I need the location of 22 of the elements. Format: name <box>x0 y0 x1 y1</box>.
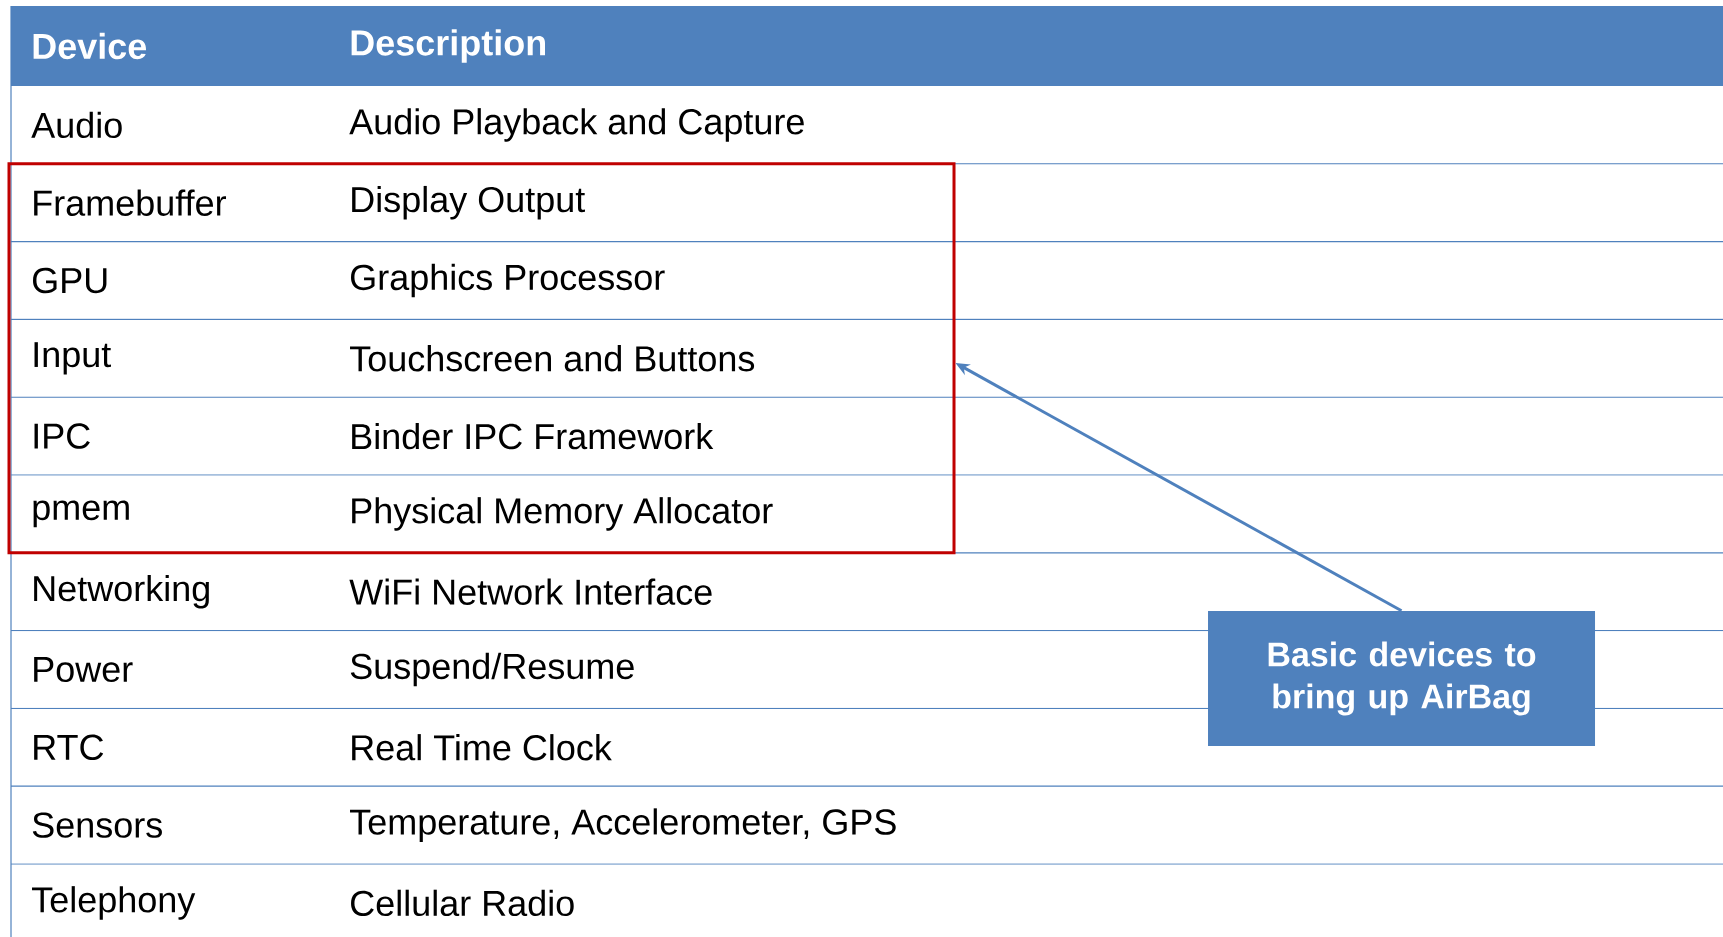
callout-box: Basic devices to bring up AirBag <box>1208 611 1595 746</box>
header-cell: Device <box>33 32 147 60</box>
table-cell: Physical Memory Allocator <box>352 497 773 531</box>
table-cell: Touchscreen and Buttons <box>350 345 755 372</box>
table-cell: RTC <box>34 734 104 761</box>
header-cell: Description <box>351 29 545 63</box>
table-cell: Sensors <box>32 812 162 838</box>
table-cell: IPC <box>34 423 90 449</box>
table-cell: Display Output <box>352 185 585 220</box>
table-cell: pmem <box>33 500 129 528</box>
table-cell: Temperature, Accelerometer, GPS <box>350 808 896 842</box>
table-cell: Graphics Processor <box>351 263 665 298</box>
table-cell: Input <box>34 342 111 375</box>
table-cell: Framebuffer <box>34 189 226 216</box>
table-cell: Telephony <box>32 886 196 920</box>
table-cell: Power <box>34 656 133 683</box>
table-cell: GPU <box>33 267 107 294</box>
table-cell: Real Time Clock <box>352 734 612 761</box>
table-cell: Suspend/Resume <box>350 652 634 687</box>
table-cell: Binder IPC Framework <box>352 422 714 450</box>
table-cell: Cellular Radio <box>351 889 574 917</box>
highlight-box <box>7 162 956 555</box>
